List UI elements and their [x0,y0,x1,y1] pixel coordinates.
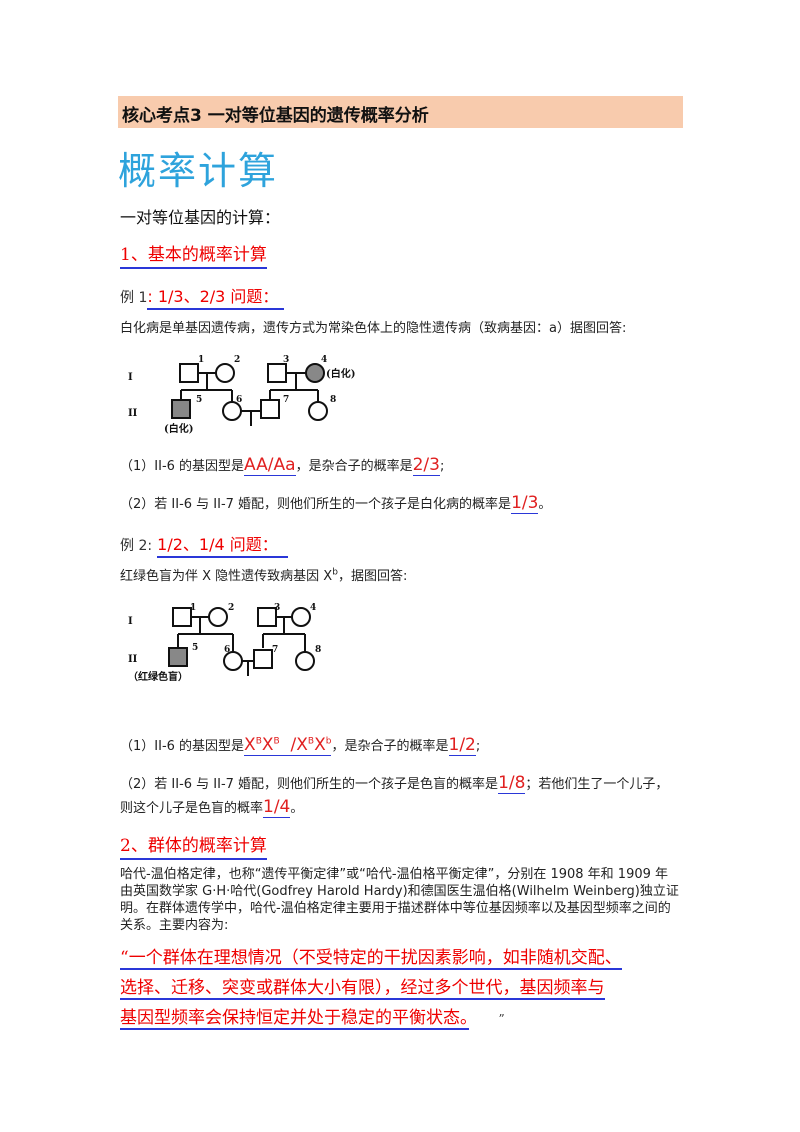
page-title: 概率计算 [118,149,279,193]
example1-label-row: 例 1: 1/3、2/3 问题： [120,283,285,310]
female-8 [308,401,328,421]
svg-text:1: 1 [198,355,204,365]
pedigree-colorblind: I II 1 2 3 4 5 6 7 8 （红绿色盲） [128,603,321,683]
male-5-affected [171,399,191,419]
header-band [118,96,683,128]
gen-label: II [128,654,138,665]
female-2 [215,363,235,383]
svg-text:(白化): (白化) [326,367,355,380]
hardy-weinberg-paragraph: 哈代-温伯格定律，也称“遗传平衡定律”或“哈代-温伯格平衡定律”，分别在 190… [120,867,679,933]
male-1 [179,363,199,383]
example2-label-row: 例 2: 1/2、1/4 问题： [120,531,288,558]
gen-label: I [128,372,133,383]
section2-heading: 2、群体的概率计算 [120,831,267,860]
female-4-affected [305,363,325,383]
example2-intro: 红绿色盲为伴 X 隐性遗传致病基因 Xb，据图回答: [120,567,408,584]
svg-text:4: 4 [310,603,316,613]
svg-text:3: 3 [283,355,289,365]
svg-text:3: 3 [274,603,280,613]
svg-text:7: 7 [272,645,278,655]
example2-q2: （2）若 II-6 与 II-7 婚配，则他们所生的一个孩子是色盲的概率是1/8… [120,773,669,794]
male-7 [260,399,280,419]
svg-text:6: 6 [224,645,230,655]
svg-text:6: 6 [236,395,242,405]
svg-text:(白化): (白化) [164,422,193,435]
band-title: 核心考点3 一对等位基因的遗传概率分析 [122,106,429,126]
male-3 [267,363,287,383]
svg-text:7: 7 [283,395,289,405]
svg-text:2: 2 [234,355,240,365]
hardy-weinberg-quote: “一个群体在理想情况（不受特定的干扰因素影响，如非随机交配、 选择、迁移、突变或… [120,948,622,1030]
svg-text:2: 2 [228,603,234,613]
example1-intro: 白化病是单基因遗传病，遗传方式为常染色体上的隐性遗传病（致病基因：a）据图回答: [120,321,627,336]
svg-text:8: 8 [330,395,336,405]
example1-q1: （1）II-6 的基因型是AA/Aa，是杂合子的概率是2/3; [120,455,445,476]
example2-q2-line2: 则这个儿子是色盲的概率1/4。 [120,797,304,818]
pedigree-albinism: I II 1 2 3 4 (白化) 5 6 7 8 (白化 [128,355,355,435]
example2-q1: （1）II-6 的基因型是XBXB /XBXb，是杂合子的概率是1/2; [120,735,481,756]
svg-text:8: 8 [315,645,321,655]
subtitle: 一对等位基因的计算： [120,208,281,227]
svg-text:4: 4 [321,355,327,365]
gen-label: I [128,616,133,627]
svg-text:5: 5 [196,395,202,405]
svg-text:1: 1 [190,603,196,613]
gen-label: II [128,408,138,419]
svg-text:5: 5 [192,643,198,653]
section1-heading: 1、基本的概率计算 [120,240,267,269]
svg-text:（红绿色盲）: （红绿色盲） [128,670,188,683]
example1-q2: （2）若 II-6 与 II-7 婚配，则他们所生的一个孩子是白化病的概率是1/… [120,493,552,514]
